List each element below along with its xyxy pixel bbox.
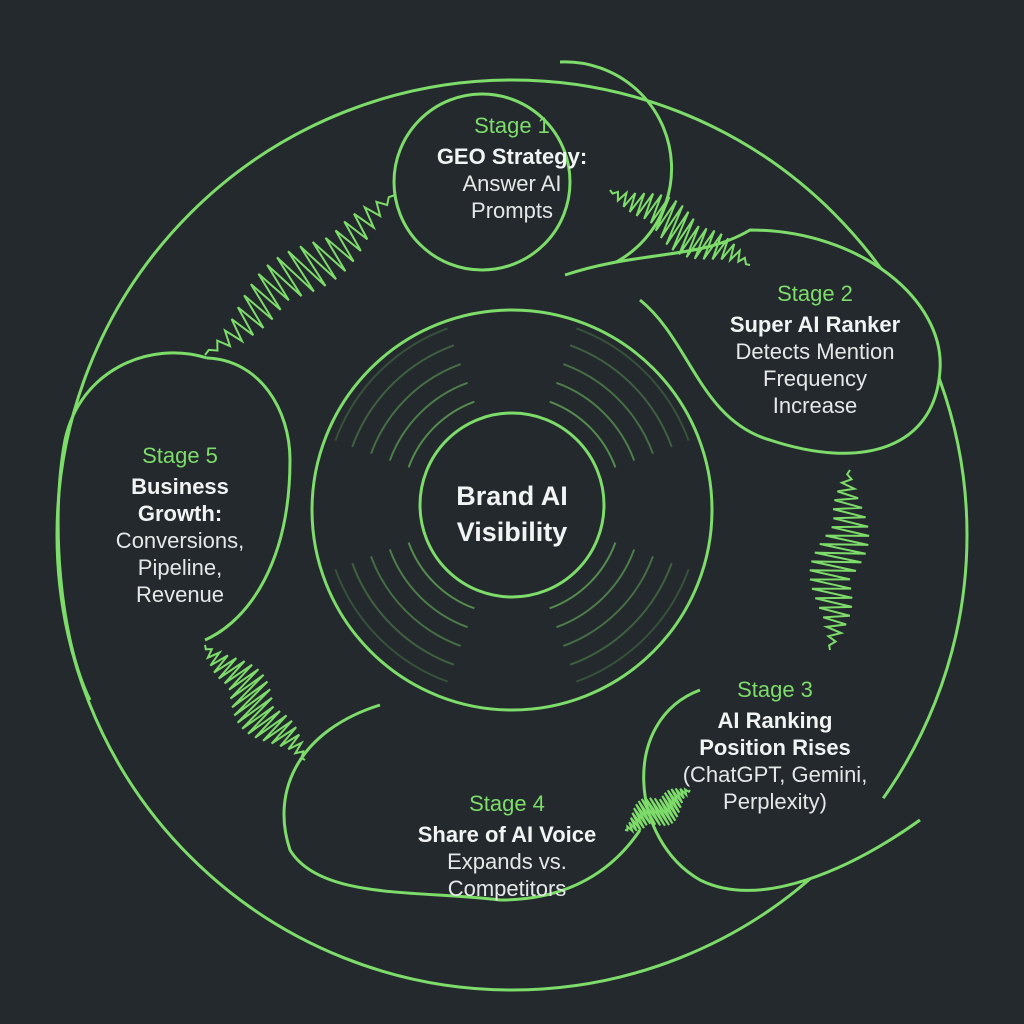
ripple-arc: [562, 363, 654, 455]
stage-desc: Increase: [772, 393, 858, 418]
stage-title: GEO Strategy:: [436, 144, 588, 169]
ripple-arc: [388, 549, 468, 629]
stage-desc: Perplexity): [723, 789, 827, 814]
middle-ring: [310, 308, 714, 712]
waveform: [624, 787, 691, 835]
waveform: [204, 194, 396, 356]
signal-ripples: [334, 327, 690, 683]
ripple-arc: [351, 344, 455, 448]
center-circle: [418, 411, 606, 599]
center-title-line1: Brand AI: [456, 481, 568, 511]
waveform: [204, 644, 306, 761]
stage-number: Stage 3: [737, 677, 813, 702]
stage-title: Growth:: [137, 501, 223, 526]
ripple-arc: [569, 562, 673, 666]
stage-desc: Prompts: [471, 198, 553, 223]
stage-desc: Frequency: [763, 366, 867, 391]
ripple-arc: [549, 400, 617, 468]
ripple-arc: [562, 555, 654, 647]
ripple-arc: [334, 568, 449, 683]
ripple-arc: [569, 344, 673, 448]
stage-desc: Expands vs.: [447, 849, 567, 874]
stage-number: Stage 1: [474, 113, 550, 138]
ripple-arc: [575, 568, 690, 683]
ripple-arc: [370, 555, 462, 647]
waveform: [809, 469, 870, 651]
stage-number: Stage 5: [142, 443, 218, 468]
ripple-arc: [407, 400, 475, 468]
stage-3-node: [642, 688, 921, 892]
waveforms: [204, 189, 870, 835]
stage-5-label: Stage 5 Business Growth: Conversions, Pi…: [116, 442, 244, 608]
ripple-arc: [556, 381, 636, 461]
center-label: Brand AI Visibility: [456, 478, 568, 550]
stage-2-label: Stage 2 Super AI Ranker Detects Mention …: [730, 280, 900, 419]
stage-desc: Pipeline,: [137, 555, 223, 580]
stage-number: Stage 4: [469, 791, 545, 816]
stage-4-node: [282, 703, 642, 902]
ripple-arc: [334, 327, 449, 442]
stage-desc: Answer AI: [462, 171, 562, 196]
ripple-arc: [549, 542, 617, 610]
stage-desc: Competitors: [447, 876, 567, 901]
stage-desc: Detects Mention: [735, 339, 895, 364]
stage-desc: Conversions,: [115, 528, 245, 553]
stage-3-label: Stage 3 AI Ranking Position Rises (ChatG…: [683, 676, 868, 815]
ripple-arc: [370, 363, 462, 455]
center-title-line2: Visibility: [456, 517, 568, 547]
stage-number: Stage 2: [777, 281, 853, 306]
stage-title: Business: [131, 474, 229, 499]
stage-4-label: Stage 4 Share of AI Voice Expands vs. Co…: [418, 790, 597, 902]
stage-desc: Revenue: [135, 582, 225, 607]
waveform: [609, 189, 751, 266]
ripple-arc: [556, 549, 636, 629]
stage-title: AI Ranking: [717, 708, 833, 733]
ripple-arc: [407, 542, 475, 610]
stage-5-node: [56, 351, 292, 701]
stage-title: Position Rises: [699, 735, 851, 760]
stage-1-label: Stage 1 GEO Strategy: Answer AI Prompts: [437, 112, 587, 224]
stage-title: Share of AI Voice: [417, 822, 597, 847]
ripple-arc: [388, 381, 468, 461]
ripple-arc: [351, 562, 455, 666]
stage-desc: (ChatGPT, Gemini,: [682, 762, 868, 787]
stage-title: Super AI Ranker: [729, 312, 901, 337]
stage-1-node: [392, 92, 572, 272]
ripple-arc: [575, 327, 690, 442]
